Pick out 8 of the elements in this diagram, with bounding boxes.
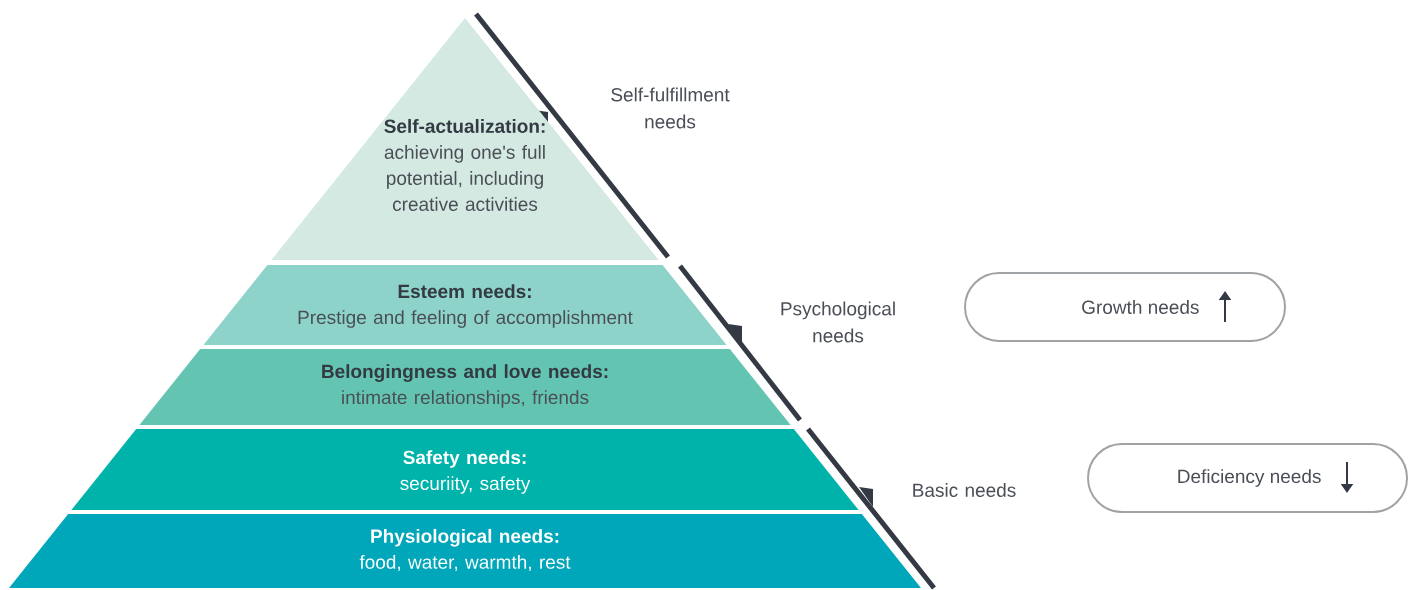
pyramid-level: Safety needs: securiity, safety [71,429,859,510]
bracket-label: Psychological needs [781,301,895,343]
pill-box: Deficiency needs [1087,443,1408,513]
pyramid-level: Physiological needs: food, water, warmth, rest [9,514,921,588]
pill-box: Growth needs [964,272,1286,342]
pyramid-level: Belongingness and love needs: intimate relationships, friends [139,349,791,425]
pyramid-level: Esteem needs: Prestige and feeling of accomplishment [203,265,727,345]
bracket-label: Basic needs [913,483,1016,497]
